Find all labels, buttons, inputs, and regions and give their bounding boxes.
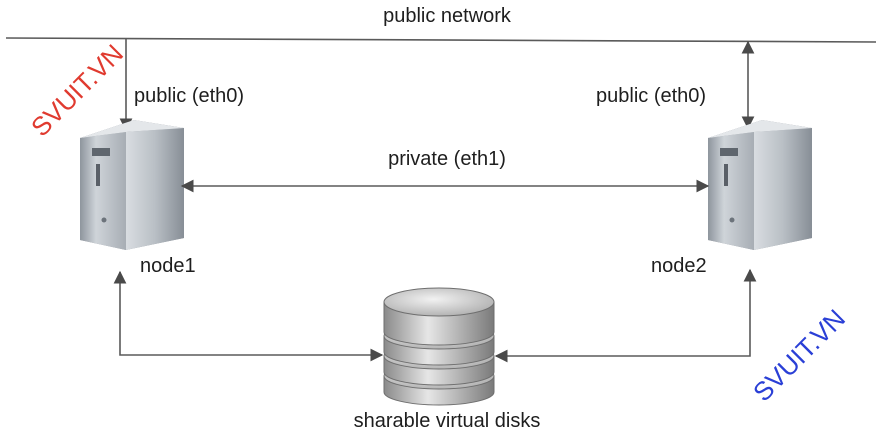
public-network-label: public network xyxy=(383,5,512,27)
node2-server-icon xyxy=(708,120,812,250)
node2-storage-link xyxy=(494,268,757,363)
disk-stack-icon xyxy=(383,287,495,406)
node1-label: node1 xyxy=(140,255,196,277)
public-network-line xyxy=(5,37,877,43)
node2-public-label: public (eth0) xyxy=(596,85,706,107)
storage-label: sharable virtual disks xyxy=(354,410,541,432)
node1-storage-link xyxy=(113,270,384,362)
watermark-bottom-right: SVUIT.VN xyxy=(747,303,851,407)
watermark-top-left: SVUIT.VN xyxy=(25,38,129,142)
node2-label: node2 xyxy=(651,255,707,277)
private-link-label: private (eth1) xyxy=(388,148,506,170)
node1-server-icon xyxy=(80,120,184,250)
node1-public-label: public (eth0) xyxy=(134,85,244,107)
